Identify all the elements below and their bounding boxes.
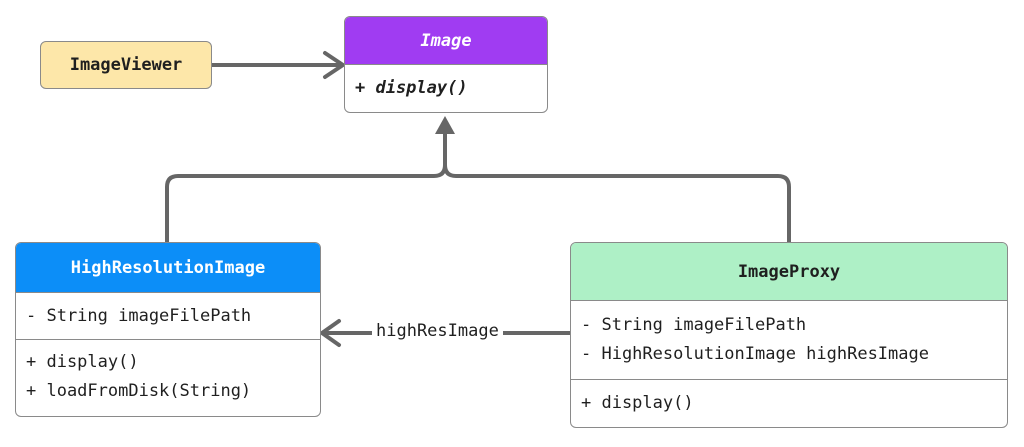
high-resolution-image-methods: + display() + loadFromDisk(String) <box>16 340 320 414</box>
proxy-to-highres-arrowhead <box>320 319 341 347</box>
viewer-to-image-arrowhead <box>323 51 345 79</box>
image-viewer-name: ImageViewer <box>69 55 183 75</box>
high-resolution-image-method: + loadFromDisk(String) <box>26 381 252 401</box>
high-resolution-image-name: HighResolutionImage <box>70 257 266 278</box>
proxy-to-image-line <box>443 164 791 242</box>
image-class-methods: + display() <box>345 65 547 112</box>
association-label: highResImage <box>372 321 503 341</box>
image-proxy-fields: - String imageFilePath - HighResolutionI… <box>571 301 1007 380</box>
inheritance-arrowhead <box>435 116 455 134</box>
image-proxy-name: ImageProxy <box>737 261 841 282</box>
image-class-box[interactable]: Image + display() <box>344 16 548 113</box>
highres-to-image-line <box>165 132 447 242</box>
high-resolution-image-field: - String imageFilePath <box>26 305 252 326</box>
high-resolution-image-fields: - String imageFilePath <box>16 293 320 340</box>
image-class-header: Image <box>345 17 547 65</box>
high-resolution-image-header: HighResolutionImage <box>16 243 320 293</box>
image-viewer-box[interactable]: ImageViewer <box>40 41 212 89</box>
image-method: + display() <box>355 78 468 98</box>
image-proxy-header: ImageProxy <box>571 243 1007 301</box>
high-resolution-image-method: + display() <box>26 352 139 372</box>
image-proxy-field: - String imageFilePath <box>581 315 807 335</box>
image-proxy-method: + display() <box>581 392 694 413</box>
image-proxy-field: - HighResolutionImage highResImage <box>581 344 929 364</box>
image-proxy-box[interactable]: ImageProxy - String imageFilePath - High… <box>570 242 1008 428</box>
image-class-name: Image <box>420 30 472 51</box>
image-proxy-methods: + display() <box>571 380 1007 426</box>
high-resolution-image-box[interactable]: HighResolutionImage - String imageFilePa… <box>15 242 321 417</box>
